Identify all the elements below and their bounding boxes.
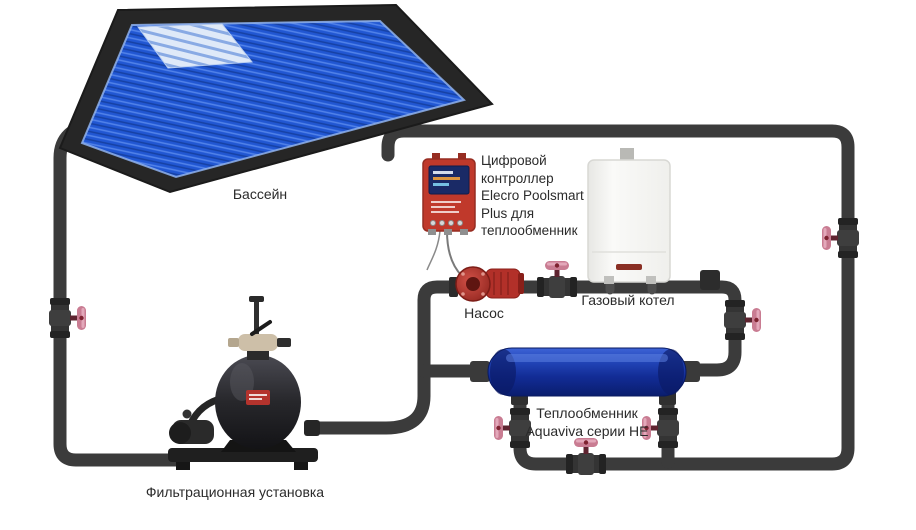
valve-right-pipe [822,218,859,258]
controller-label: Цифровой контроллер Elecro Poolsmart Plu… [481,153,584,239]
filter-outlet-fitting [304,420,320,436]
filter-tank-label [246,390,270,405]
pipe-fitting-right-of-boiler [700,270,720,290]
pipe-outer-loop [381,124,855,471]
filter-pump-head [169,422,191,444]
filtration-unit [168,296,320,470]
valve-bottom-pipe [566,438,606,475]
controller-wire [446,230,463,277]
boiler-logo [616,264,642,270]
pump-motor [485,268,521,299]
valve-inner-right [724,300,761,340]
filter-label: Фильтрационная установка [145,484,325,500]
pool-label: Бассейн [232,186,288,202]
circulation-pump [449,266,524,302]
valve-left-pipe [49,298,86,338]
heat-exchanger [470,347,700,405]
pool [58,3,494,194]
controller [422,153,476,277]
filter-multiport-valve [238,334,278,351]
pump-label: Насос [464,305,504,321]
pipe-filter-to-boiler-loop [309,280,742,435]
filter-valve-stem [254,300,259,340]
gas-boiler [587,148,671,284]
pool-steps [137,23,253,69]
boiler-label: Газовый котел [581,292,675,308]
exchanger-fitting-left [470,361,490,382]
filter-valve-handle [250,320,272,336]
heat-exchanger-label: Теплообменник Aquaviva серии HE [525,405,649,440]
